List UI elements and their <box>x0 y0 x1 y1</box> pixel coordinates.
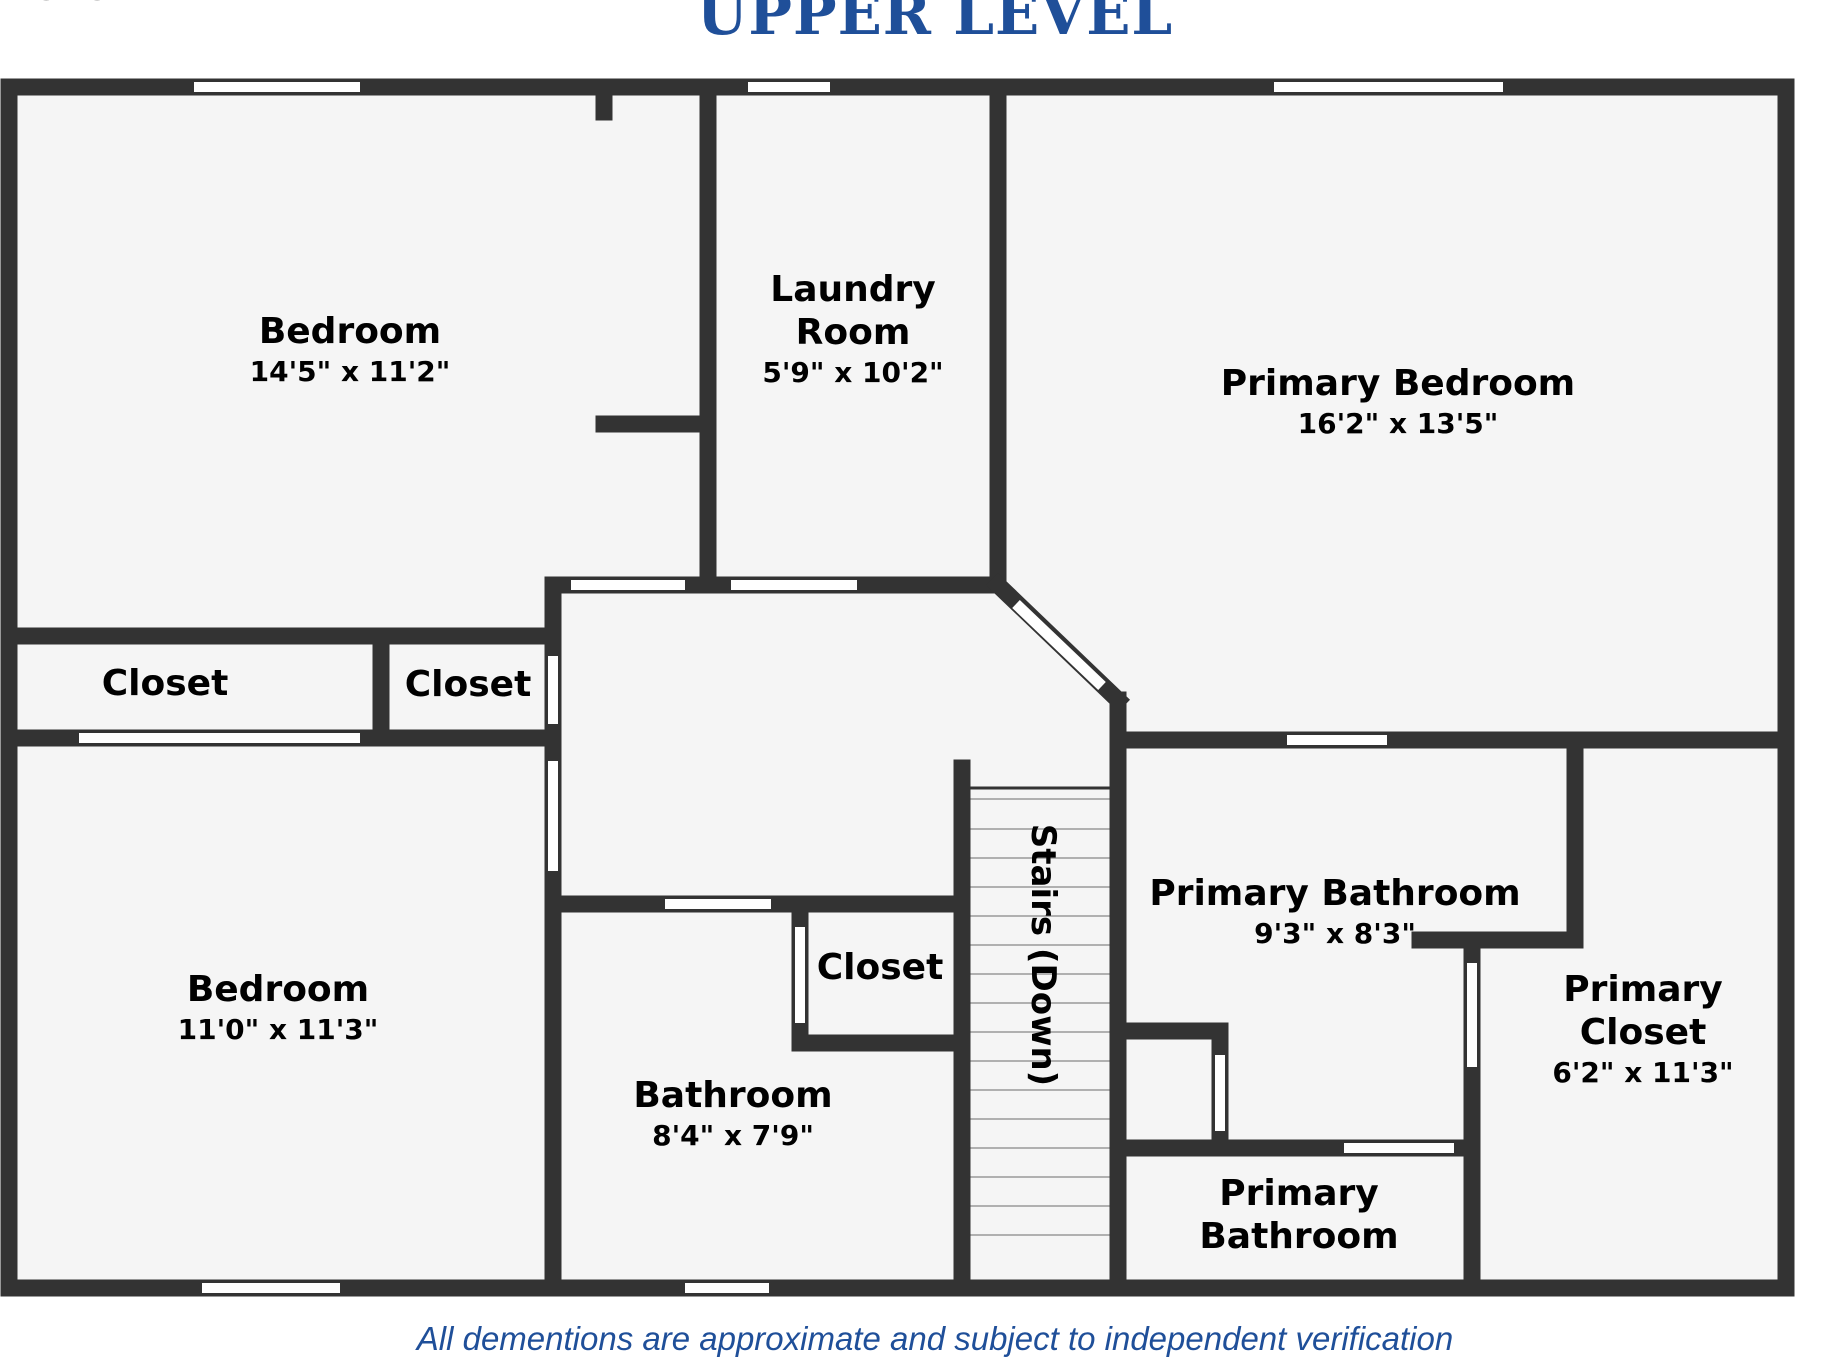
room-dims: 9'3" x 8'3" <box>1254 917 1416 951</box>
room-name-line1: Primary <box>1219 1173 1379 1214</box>
door-bedroom-2 <box>546 759 560 873</box>
door-bathroom <box>663 897 773 911</box>
room-name: Primary Bedroom <box>1220 363 1576 404</box>
room-bathroom: Bathroom 8'4" x 7'9" <box>633 1074 832 1153</box>
room-name: Primary Bathroom <box>1149 873 1521 914</box>
room-name-line2: Closet <box>1579 1012 1707 1054</box>
room-name-line1: Laundry <box>770 269 936 310</box>
room-primary-bathroom: Primary Bathroom 9'3" x 8'3" <box>1149 872 1520 951</box>
room-bedroom-1: Bedroom 14'5" x 11'2" <box>250 310 451 389</box>
door-laundry <box>729 578 859 592</box>
year-text: 2020 <box>8 0 110 10</box>
door-hall-1 <box>569 578 687 592</box>
room-laundry: Laundry Room 5'9" x 10'2" <box>762 268 943 390</box>
stair-treads <box>970 798 1111 1236</box>
window-bedroom-2 <box>200 1281 342 1295</box>
window-bedroom-1 <box>192 80 362 94</box>
room-name-line2: Bathroom <box>1199 1216 1399 1258</box>
door-primary-closet <box>1465 961 1479 1069</box>
window-openings <box>77 80 1505 1295</box>
room-dims: 5'9" x 10'2" <box>762 356 944 390</box>
door-primary-bathroom <box>1285 733 1389 747</box>
room-dims: 14'5" x 11'2" <box>249 355 451 389</box>
door-closet-3 <box>793 925 807 1025</box>
window-primary-bedroom <box>1272 80 1505 94</box>
room-bedroom-2: Bedroom 11'0" x 11'3" <box>178 968 379 1047</box>
room-dims: 16'2" x 13'5" <box>1297 407 1499 441</box>
room-name: Bathroom <box>633 1075 833 1116</box>
door-closet-1 <box>77 731 362 745</box>
room-dims: 6'2" x 11'3" <box>1552 1056 1734 1090</box>
door-small-closet <box>1213 1053 1227 1133</box>
room-name: Closet <box>101 663 229 704</box>
room-name: Bedroom <box>186 969 370 1010</box>
room-dims: 8'4" x 7'9" <box>652 1119 814 1153</box>
room-primary-closet: Primary Closet 6'2" x 11'3" <box>1552 968 1733 1090</box>
room-name: Bedroom <box>258 311 442 352</box>
page-title: UPPER LEVEL <box>696 0 1174 48</box>
window-laundry <box>746 80 832 94</box>
room-closet-1: Closet <box>102 662 229 705</box>
stairs-label: Stairs (Down) <box>1023 823 1063 1087</box>
room-primary-bathroom-2: Primary Bathroom <box>1199 1172 1398 1258</box>
room-dims: 11'0" x 11'3" <box>177 1013 379 1047</box>
door-primary-bathroom-2 <box>1342 1141 1456 1155</box>
room-name: Closet <box>816 947 944 988</box>
room-closet-3: Closet <box>817 946 944 989</box>
door-diagonal <box>1012 600 1106 690</box>
room-name-line2: Room <box>795 312 911 354</box>
floor-area <box>10 87 1786 1282</box>
room-closet-2: Closet <box>405 663 532 706</box>
door-closet-2 <box>546 654 560 726</box>
room-name-line1: Primary <box>1563 969 1723 1010</box>
disclaimer-text: All dementions are approximate and subje… <box>416 1320 1454 1357</box>
room-name: Closet <box>404 664 532 705</box>
window-bathroom <box>683 1281 771 1295</box>
room-primary-bedroom: Primary Bedroom 16'2" x 13'5" <box>1221 362 1575 441</box>
